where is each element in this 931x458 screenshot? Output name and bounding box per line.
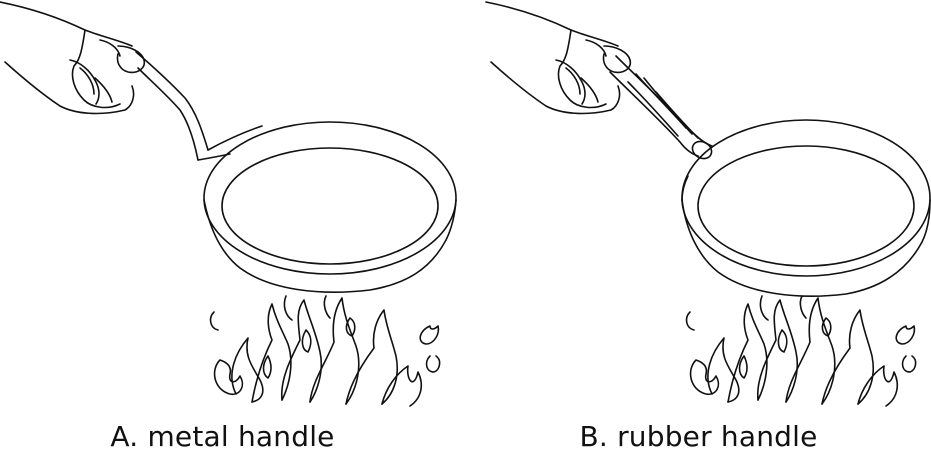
panel-rubber-handle: B. rubber handle — [466, 0, 931, 458]
panel-metal-handle: A. metal handle — [0, 0, 465, 458]
pan-body — [204, 122, 456, 292]
flames — [687, 296, 916, 406]
caption-rubber-handle: B. rubber handle — [466, 420, 931, 453]
pan-illustration-metal — [0, 0, 465, 420]
hand-drawing — [0, 2, 144, 113]
flames — [211, 296, 440, 406]
pan-body — [682, 120, 930, 296]
caption-metal-handle: A. metal handle — [0, 420, 455, 453]
hand-drawing — [486, 2, 630, 113]
pan-illustration-rubber — [466, 0, 931, 420]
rubber-handle — [610, 56, 715, 162]
